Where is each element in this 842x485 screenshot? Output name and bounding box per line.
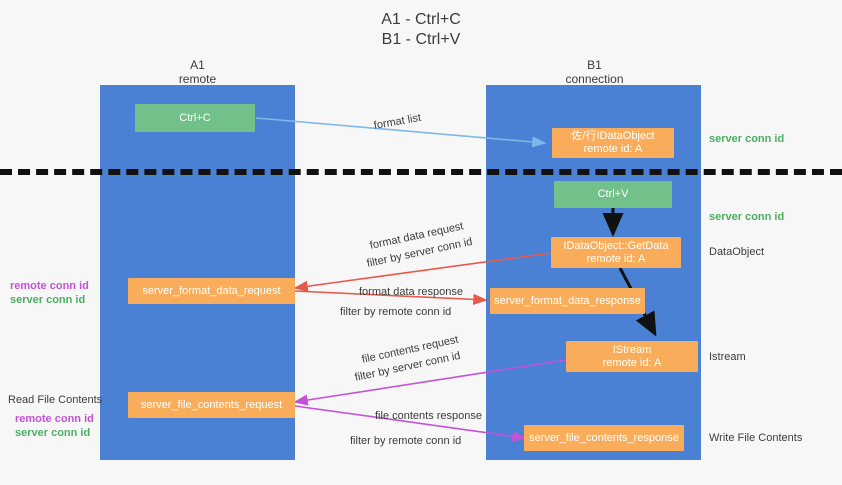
box-server-format-data-response-label: server_format_data_response — [494, 294, 641, 307]
column-a1-sub: remote — [178, 72, 217, 86]
box-server-format-data-request-label: server_format_data_request — [142, 284, 281, 297]
left-label-read-file-contents: Read File Contents — [8, 394, 103, 406]
box-server-file-contents-response[interactable]: server_file_contents_response — [524, 425, 684, 451]
box-ctrl-v-label: Ctrl+V — [597, 188, 629, 200]
box-getdata-line1: IDataObject::GetData — [563, 239, 669, 252]
label-file-contents-response: file contents response — [375, 410, 483, 422]
filter-value: remote conn id — [388, 435, 462, 447]
box-getdata-line2: remote id: A — [586, 252, 646, 265]
page-title: A1 - Ctrl+C B1 - Ctrl+V — [0, 10, 842, 50]
box-ctrl-c-label: Ctrl+C — [179, 111, 211, 124]
title-line-1: A1 - Ctrl+C — [381, 11, 461, 28]
column-b1-sub: connection — [565, 72, 624, 86]
box-istream-line1: IStream — [612, 343, 652, 356]
box-idataobject[interactable]: 佐/行IDataObject remote id: A — [552, 128, 674, 158]
left-label-remote-conn-id-lower: remote conn id — [15, 413, 94, 425]
filter-prefix: filter by — [353, 364, 394, 384]
box-server-file-contents-request-label: server_file_contents_request — [140, 398, 283, 411]
box-server-format-data-response[interactable]: server_format_data_response — [490, 288, 645, 314]
box-idataobject-line1: 佐/行IDataObject — [571, 130, 655, 142]
left-label-server-conn-id-upper: server conn id — [10, 294, 86, 306]
box-server-format-data-request[interactable]: server_format_data_request — [128, 278, 295, 304]
box-server-file-contents-request[interactable]: server_file_contents_request — [128, 392, 295, 418]
box-ctrl-c[interactable]: Ctrl+C — [135, 104, 255, 132]
right-label-write-file-contents: Write File Contents — [709, 432, 803, 444]
title-line-2: B1 - Ctrl+V — [381, 31, 461, 48]
right-label-server-conn-id-second: server conn id — [709, 211, 785, 223]
box-idataobject-line2: remote id: A — [583, 143, 643, 155]
box-istream-line2: remote id: A — [602, 356, 662, 369]
box-server-file-contents-response-label: server_file_contents_response — [529, 431, 679, 444]
filter-prefix: filter by — [350, 435, 389, 447]
filter-prefix: filter by — [340, 306, 379, 318]
right-label-dataobject: DataObject — [709, 246, 765, 258]
label-format-data-response-filter: filter by remote conn id — [340, 305, 451, 319]
phase-divider — [0, 169, 842, 175]
filter-prefix: filter by — [365, 250, 406, 270]
box-idataobject-getdata[interactable]: IDataObject::GetData remote id: A — [551, 237, 681, 268]
column-b1-name: B1 — [587, 58, 602, 72]
column-header-a1: A1 remote — [130, 58, 265, 86]
left-label-server-conn-id-lower: server conn id — [15, 427, 91, 439]
box-istream[interactable]: IStream remote id: A — [566, 341, 698, 372]
label-file-contents-response-filter: filter by remote conn id — [350, 434, 461, 448]
label-format-list: format list — [372, 111, 423, 132]
right-label-server-conn-id-top: server conn id — [709, 133, 785, 145]
box-ctrl-v[interactable]: Ctrl+V — [554, 181, 672, 208]
right-label-istream: Istream — [709, 351, 746, 363]
column-header-b1: B1 connection — [527, 58, 662, 86]
label-format-data-response: format data response — [359, 286, 463, 298]
column-a1-name: A1 — [190, 58, 205, 72]
filter-value: remote conn id — [378, 306, 452, 318]
left-label-remote-conn-id-upper: remote conn id — [10, 280, 89, 292]
